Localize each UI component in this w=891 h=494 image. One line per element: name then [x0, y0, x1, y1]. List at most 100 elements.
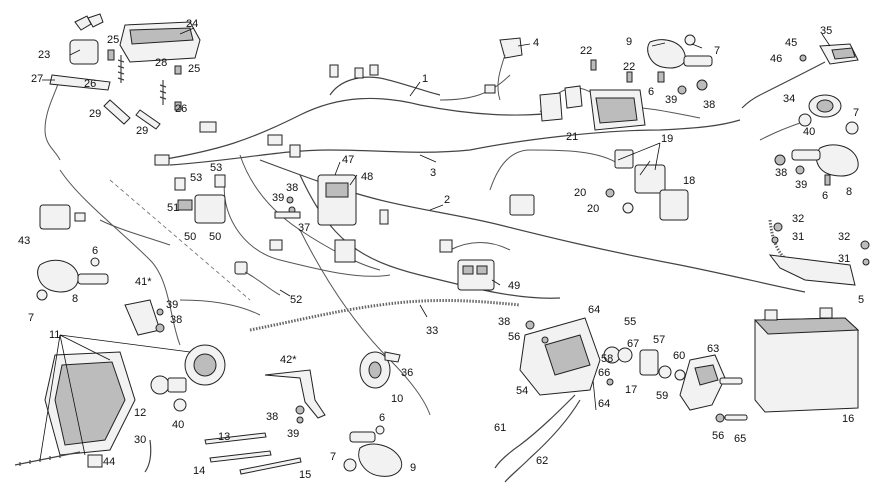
reference-dash-line: [109, 179, 251, 301]
callout-12: 12: [134, 407, 146, 419]
fuse-box: [457, 259, 495, 291]
callout-63: 63: [707, 343, 719, 355]
harness-coil-sleeve: [249, 299, 521, 332]
washer: [862, 258, 870, 266]
callout-29: 29: [136, 125, 148, 137]
callout-32: 32: [792, 213, 804, 225]
nut: [295, 405, 305, 415]
callout-16: 16: [842, 413, 854, 425]
callout-20: 20: [574, 187, 586, 199]
callout-58: 58: [601, 353, 613, 365]
callout-11: 11: [49, 329, 60, 341]
washer: [156, 308, 164, 316]
battery: [753, 307, 860, 413]
turn-signal-fasteners: [657, 71, 708, 95]
callout-39: 39: [665, 94, 677, 106]
bolt: [773, 222, 783, 232]
callout-24: 24: [186, 18, 198, 30]
callout-30: 30: [134, 434, 146, 446]
callout-56: 56: [508, 331, 520, 343]
callout-1: 1: [422, 73, 428, 85]
callout-31: 31: [838, 253, 850, 265]
callout-53: 53: [210, 162, 222, 174]
ignition-bracket: [49, 74, 111, 91]
callout-41: 41*: [135, 276, 152, 288]
callout-6: 6: [92, 245, 98, 257]
callout-55: 55: [624, 316, 636, 328]
instrument-cluster: [119, 21, 201, 63]
callout-15: 15: [299, 469, 311, 481]
callout-45: 45: [785, 37, 797, 49]
callout-27: 27: [31, 73, 43, 85]
callout-6: 6: [822, 190, 828, 202]
callout-17: 17: [625, 384, 637, 396]
callout-25: 25: [107, 34, 119, 46]
front-turn-signal: [343, 425, 403, 477]
side-stand-switch: [497, 37, 523, 101]
callout-31: 31: [792, 231, 804, 243]
callout-65: 65: [734, 433, 746, 445]
sensor-bracket: [274, 196, 301, 219]
headlight-socket: [184, 344, 226, 386]
ignition-switch: [44, 13, 104, 161]
callout-19: 19: [661, 133, 673, 145]
callout-5: 5: [858, 294, 864, 306]
callout-61: 61: [494, 422, 506, 434]
callout-22: 22: [623, 61, 635, 73]
callout-50: 50: [209, 231, 221, 243]
horn-bracket: [264, 369, 326, 419]
rear-left-turn-signal: [774, 121, 859, 186]
callout-46: 46: [770, 53, 782, 65]
cable-ties: [204, 432, 302, 475]
callout-25: 25: [188, 63, 200, 75]
starter-relay: [174, 174, 226, 224]
callout-67: 67: [627, 338, 639, 350]
callout-21: 21: [566, 131, 578, 143]
callout-49: 49: [508, 280, 520, 292]
callout-51: 51: [167, 202, 179, 214]
callout-39: 39: [166, 299, 178, 311]
ecu-unit: [317, 174, 357, 263]
callout-29: 29: [89, 108, 101, 120]
callout-14: 14: [193, 465, 205, 477]
callout-38: 38: [170, 314, 182, 326]
position-light-cable: [144, 439, 152, 473]
washer: [296, 416, 304, 424]
callout-39: 39: [795, 179, 807, 191]
callout-4: 4: [533, 37, 539, 49]
callout-32: 32: [838, 231, 850, 243]
callout-57: 57: [653, 334, 665, 346]
throttle-cable-1: [494, 394, 576, 469]
callout-47: 47: [342, 154, 354, 166]
callout-7: 7: [853, 107, 859, 119]
callout-13: 13: [218, 431, 230, 443]
callout-64: 64: [588, 304, 600, 316]
callout-39: 39: [287, 428, 299, 440]
callout-7: 7: [330, 451, 336, 463]
callout-23: 23: [38, 49, 50, 61]
callout-64: 64: [598, 398, 610, 410]
callout-8: 8: [846, 186, 852, 198]
callout-8: 8: [72, 293, 78, 305]
callout-28: 28: [155, 57, 167, 69]
callout-2: 2: [444, 194, 450, 206]
harness-connectors: [154, 64, 496, 253]
throttle-cable-2: [504, 399, 581, 483]
callout-40: 40: [803, 126, 815, 138]
starter-clutch: [679, 354, 743, 411]
callout-26: 26: [84, 78, 96, 90]
callout-39: 39: [272, 192, 284, 204]
callout-42: 42*: [280, 354, 297, 366]
callout-44: 44: [103, 456, 115, 468]
callout-62: 62: [536, 455, 548, 467]
ground-terminals: [605, 188, 634, 214]
voltage-regulator: [539, 85, 646, 131]
callout-38: 38: [266, 411, 278, 423]
callout-7: 7: [714, 45, 720, 57]
callout-10: 10: [391, 393, 403, 405]
callout-7: 7: [28, 312, 34, 324]
rear-right-turn-signal: [647, 34, 713, 69]
callout-54: 54: [516, 385, 528, 397]
callout-50: 50: [184, 231, 196, 243]
